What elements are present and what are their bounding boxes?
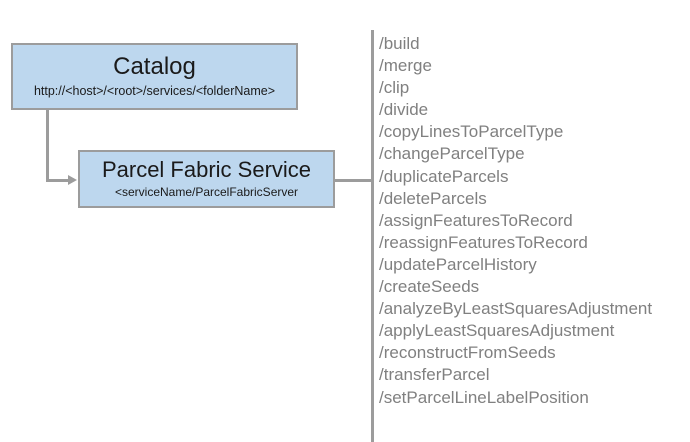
operation-item: /reassignFeaturesToRecord bbox=[379, 232, 588, 252]
operations-divider-line bbox=[371, 30, 374, 442]
operation-item: /duplicateParcels bbox=[379, 166, 509, 186]
connector-arrowhead-icon bbox=[68, 175, 77, 185]
operation-item: /build bbox=[379, 34, 420, 53]
operation-item: /createSeeds bbox=[379, 277, 480, 297]
node-service-title: Parcel Fabric Service bbox=[101, 157, 312, 182]
operation-item: /analyzeByLeastSquaresAdjustment bbox=[379, 299, 653, 319]
operation-item: /assignFeaturesToRecord bbox=[379, 210, 573, 230]
operation-item: /changeParcelType bbox=[379, 144, 525, 164]
operations-list: /build/merge/clip/divide/copyLinesToParc… bbox=[379, 33, 684, 409]
connector-horizontal-segment bbox=[46, 179, 70, 182]
operation-item: /merge bbox=[379, 56, 432, 76]
operation-item: /setParcelLineLabelPosition bbox=[379, 387, 589, 407]
operation-item: /reconstructFromSeeds bbox=[379, 343, 556, 363]
operation-item: /updateParcelHistory bbox=[379, 254, 537, 274]
operation-item: /clip bbox=[379, 78, 410, 98]
connector-vertical-segment bbox=[46, 108, 49, 181]
operation-item: /applyLeastSquaresAdjustment bbox=[379, 321, 615, 341]
node-parcel-fabric-service: Parcel Fabric Service <serviceName/Parce… bbox=[78, 150, 335, 208]
operation-item: /transferParcel bbox=[379, 365, 490, 385]
operation-item: /divide bbox=[379, 100, 429, 120]
operation-item: /deleteParcels bbox=[379, 188, 487, 208]
node-service-subtitle: <serviceName/ParcelFabricServer bbox=[114, 185, 299, 199]
operation-item: /copyLinesToParcelType bbox=[379, 122, 564, 142]
node-catalog: Catalog http://<host>/<root>/services/<f… bbox=[11, 43, 298, 110]
connector-service-to-operations bbox=[335, 179, 373, 182]
node-catalog-subtitle: http://<host>/<root>/services/<folderNam… bbox=[33, 83, 276, 98]
node-catalog-title: Catalog bbox=[113, 52, 196, 80]
